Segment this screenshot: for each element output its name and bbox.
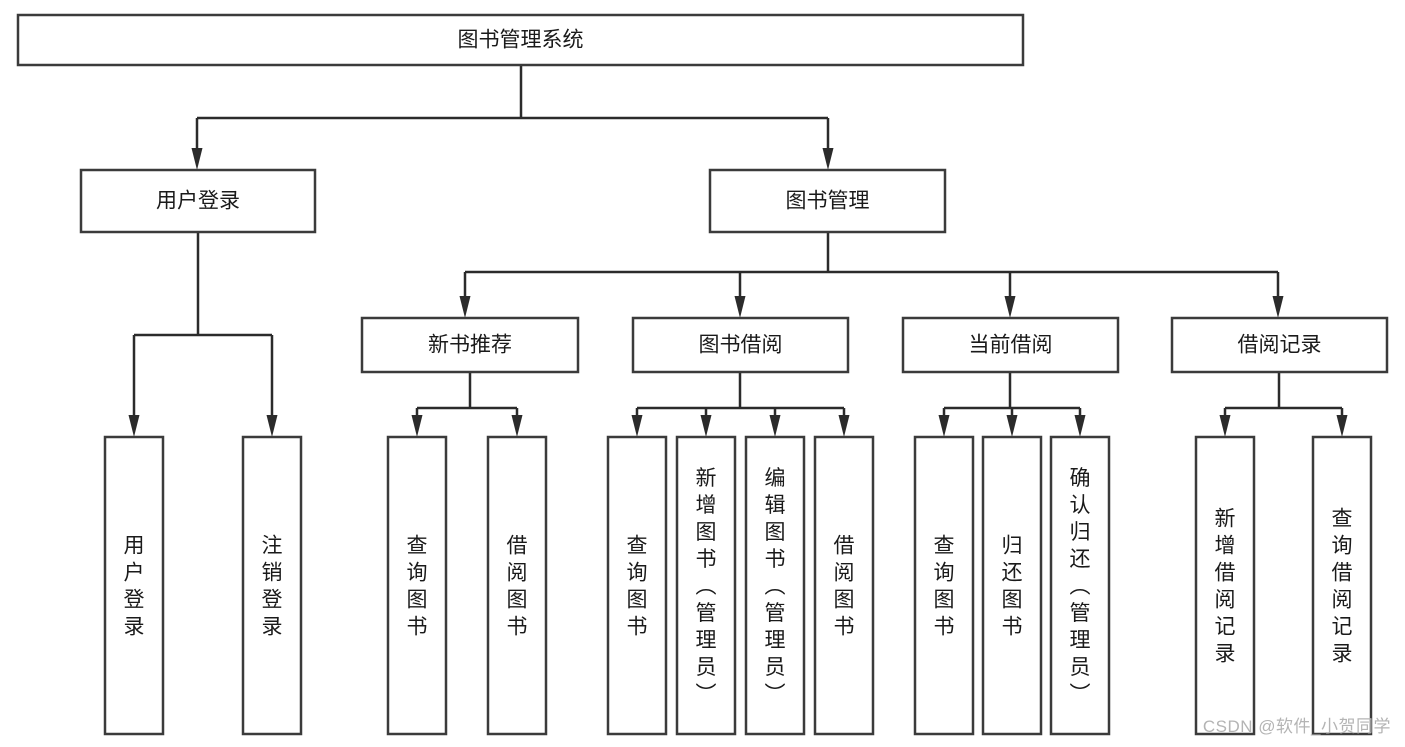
node-label: 归还图书 xyxy=(1002,535,1023,639)
arrow-head-icon xyxy=(700,415,712,437)
node-label: 借阅图书 xyxy=(507,535,528,639)
node-label: 新书推荐 xyxy=(428,334,512,357)
arrow-head-icon xyxy=(1004,296,1016,318)
node-box[interactable] xyxy=(486,435,548,736)
arrow-head-icon xyxy=(1272,296,1284,318)
node-label: 用户登录 xyxy=(156,190,240,213)
arrow-head-icon xyxy=(1006,415,1018,437)
node-return-book[interactable]: 归还图书 xyxy=(981,435,1043,736)
node-box[interactable] xyxy=(103,435,165,736)
arrow-head-icon xyxy=(822,148,834,170)
arrow-head-icon xyxy=(128,415,140,437)
node-label: 查询借阅记录 xyxy=(1332,508,1353,666)
node-query-book-3[interactable]: 查询图书 xyxy=(913,435,975,736)
node-query-book-2[interactable]: 查询图书 xyxy=(606,435,668,736)
arrow-head-icon xyxy=(838,415,850,437)
node-box[interactable] xyxy=(606,435,668,736)
node-box[interactable] xyxy=(708,168,947,234)
node-box[interactable] xyxy=(1311,435,1373,736)
node-box[interactable] xyxy=(241,435,303,736)
node-book-manage[interactable]: 图书管理 xyxy=(708,168,947,234)
arrow-head-icon xyxy=(191,148,203,170)
node-box[interactable] xyxy=(1170,316,1389,374)
node-box[interactable] xyxy=(1049,435,1111,736)
node-box[interactable] xyxy=(744,435,806,736)
node-add-borrow-record[interactable]: 新增借阅记录 xyxy=(1194,435,1256,736)
node-label: 图书借阅 xyxy=(699,334,783,357)
node-label: 编辑图书︵管理员︶ xyxy=(765,467,786,706)
arrow-head-icon xyxy=(1074,415,1086,437)
node-label: 图书管理 xyxy=(786,190,870,213)
node-label: 图书管理系统 xyxy=(458,29,584,52)
arrow-head-icon xyxy=(459,296,471,318)
connector-layer xyxy=(128,65,1348,437)
arrow-head-icon xyxy=(769,415,781,437)
node-box[interactable] xyxy=(16,13,1025,67)
node-query-book-1[interactable]: 查询图书 xyxy=(386,435,448,736)
arrow-head-icon xyxy=(631,415,643,437)
node-box[interactable] xyxy=(813,435,875,736)
arrow-head-icon xyxy=(411,415,423,437)
node-label: 新增图书︵管理员︶ xyxy=(696,467,717,706)
node-box[interactable] xyxy=(79,168,317,234)
arrow-head-icon xyxy=(266,415,278,437)
arrow-head-icon xyxy=(511,415,523,437)
node-query-borrow-record[interactable]: 查询借阅记录 xyxy=(1311,435,1373,736)
node-label: 借阅图书 xyxy=(834,535,855,639)
node-box[interactable] xyxy=(901,316,1120,374)
node-label: 新增借阅记录 xyxy=(1215,508,1236,666)
node-box[interactable] xyxy=(1194,435,1256,736)
node-user-login-leaf[interactable]: 用户登录 xyxy=(103,435,165,736)
node-label: 确认归还︵管理员︶ xyxy=(1070,467,1091,706)
node-borrow-record[interactable]: 借阅记录 xyxy=(1170,316,1389,374)
node-label: 查询图书 xyxy=(934,535,955,639)
node-book-borrow[interactable]: 图书借阅 xyxy=(631,316,850,374)
node-label: 用户登录 xyxy=(124,535,145,639)
node-box[interactable] xyxy=(386,435,448,736)
arrow-head-icon xyxy=(1219,415,1231,437)
arrow-head-icon xyxy=(1336,415,1348,437)
node-box[interactable] xyxy=(913,435,975,736)
arrow-head-icon xyxy=(734,296,746,318)
arrow-head-icon xyxy=(938,415,950,437)
node-box[interactable] xyxy=(981,435,1043,736)
node-label: 注销登录 xyxy=(262,535,283,639)
node-add-book-admin[interactable]: 新增图书︵管理员︶ xyxy=(675,435,737,736)
node-confirm-return-admin[interactable]: 确认归还︵管理员︶ xyxy=(1049,435,1111,736)
node-label: 当前借阅 xyxy=(969,334,1053,357)
node-new-book-recommend[interactable]: 新书推荐 xyxy=(360,316,580,374)
node-box[interactable] xyxy=(360,316,580,374)
node-root[interactable]: 图书管理系统 xyxy=(16,13,1025,67)
node-user-login[interactable]: 用户登录 xyxy=(79,168,317,234)
node-layer: 图书管理系统用户登录用户登录注销登录图书管理新书推荐查询图书借阅图书图书借阅查询… xyxy=(16,13,1389,736)
node-borrow-book-1[interactable]: 借阅图书 xyxy=(486,435,548,736)
node-current-borrow[interactable]: 当前借阅 xyxy=(901,316,1120,374)
node-borrow-book-2[interactable]: 借阅图书 xyxy=(813,435,875,736)
node-box[interactable] xyxy=(631,316,850,374)
node-user-logout-leaf[interactable]: 注销登录 xyxy=(241,435,303,736)
csdn-watermark: CSDN @软件_小贺同学 xyxy=(1202,717,1391,736)
node-box[interactable] xyxy=(675,435,737,736)
node-label: 查询图书 xyxy=(407,535,428,639)
node-label: 查询图书 xyxy=(627,535,648,639)
node-edit-book-admin[interactable]: 编辑图书︵管理员︶ xyxy=(744,435,806,736)
node-label: 借阅记录 xyxy=(1238,334,1322,357)
